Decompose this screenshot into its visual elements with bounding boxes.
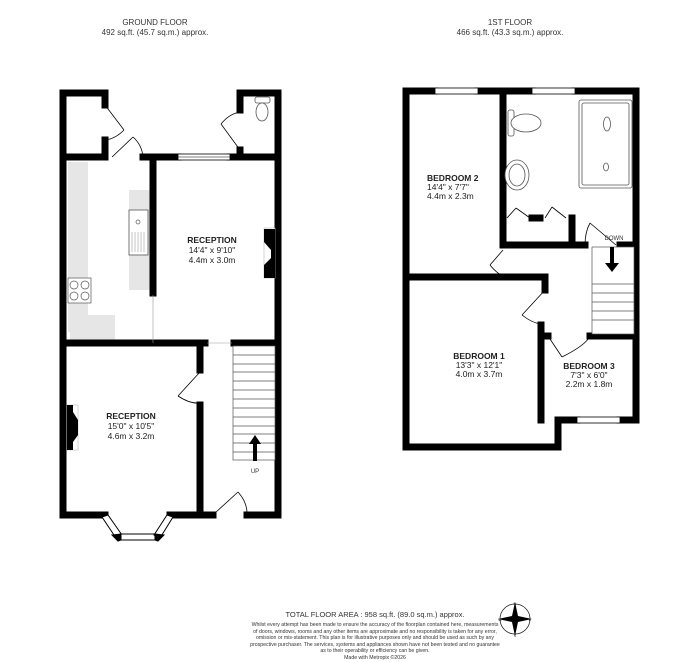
svg-text:RECEPTION: RECEPTION (187, 235, 237, 245)
svg-text:BEDROOM 3: BEDROOM 3 (563, 361, 615, 371)
svg-text:BEDROOM 2: BEDROOM 2 (427, 173, 479, 183)
svg-text:N: N (514, 601, 517, 606)
first-floor-area: 466 sq.ft. (43.3 sq.m.) approx. (456, 28, 564, 37)
ground-floor-area: 492 sq.ft. (45.7 sq.m.) approx. (101, 28, 209, 37)
compass-icon: N S E W (498, 601, 532, 638)
bay-window (101, 514, 174, 542)
footer: TOTAL FLOOR AREA : 958 sq.ft. (89.0 sq.m… (250, 610, 500, 662)
ground-floor-plan: UP RECEPTION 14'4" x 9'10" 4.4m x 3.0m R… (59, 89, 282, 542)
room-label-reception-2: RECEPTION 15'0" x 10'5" 4.6m x 3.2m (106, 411, 156, 441)
arrow-down-icon (605, 247, 619, 272)
stairs-down-label: DOWN (605, 236, 624, 242)
toilet-icon (507, 109, 542, 137)
svg-text:4.4m x 3.0m: 4.4m x 3.0m (189, 255, 236, 265)
svg-text:7'3" x 6'0": 7'3" x 6'0" (570, 370, 607, 380)
total-floor-area: TOTAL FLOOR AREA : 958 sq.ft. (89.0 sq.m… (285, 610, 465, 619)
svg-text:4.6m x 3.2m: 4.6m x 3.2m (108, 431, 155, 441)
basin-icon (504, 159, 530, 191)
svg-text:4.4m x 2.3m: 4.4m x 2.3m (427, 191, 474, 201)
sink-icon (128, 209, 149, 256)
stairs-up-label: UP (251, 469, 259, 475)
ground-floor-walls (59, 89, 282, 519)
svg-text:E: E (529, 617, 532, 622)
disclaimer: Whilst every attempt has been made to en… (250, 622, 500, 655)
ground-floor-title: GROUND FLOOR (122, 18, 188, 27)
fireplace-icon (66, 227, 276, 451)
room-label-bedroom-1: BEDROOM 1 13'3" x 12'1" 4.0m x 3.7m (453, 351, 505, 379)
first-floor-header: 1ST FLOOR 466 sq.ft. (43.3 sq.m.) approx… (435, 18, 585, 38)
room-label-bedroom-2: BEDROOM 2 14'4" x 7'7" 4.4m x 2.3m (427, 173, 479, 201)
svg-text:RECEPTION: RECEPTION (106, 411, 156, 421)
svg-text:S: S (514, 633, 517, 638)
svg-text:W: W (498, 617, 502, 622)
staircase (232, 345, 276, 461)
window (177, 153, 231, 161)
room-label-reception-1: RECEPTION 14'4" x 9'10" 4.4m x 3.0m (187, 235, 237, 265)
svg-text:2.2m x 1.8m: 2.2m x 1.8m (566, 379, 613, 389)
svg-text:BEDROOM 1: BEDROOM 1 (453, 351, 505, 361)
windows (434, 87, 621, 424)
first-floor-walls (402, 87, 640, 451)
shower-icon (578, 99, 633, 189)
arrow-up-icon (249, 435, 261, 461)
room-label-bedroom-3: BEDROOM 3 7'3" x 6'0" 2.2m x 1.8m (563, 361, 615, 389)
svg-text:14'4" x 9'10": 14'4" x 9'10" (189, 245, 236, 255)
svg-text:15'0" x 10'5": 15'0" x 10'5" (108, 421, 155, 431)
doors (104, 104, 248, 514)
toilet-icon (254, 96, 271, 122)
first-floor-plan: DOWN BEDROOM 2 14'4" x 7'7" 4.4m x 2.3m … (402, 87, 640, 451)
doors (489, 206, 617, 358)
svg-text:4.0m x 3.7m: 4.0m x 3.7m (456, 369, 503, 379)
hob-icon (67, 277, 92, 304)
svg-text:14'4" x 7'7": 14'4" x 7'7" (427, 182, 469, 192)
first-floor-title: 1ST FLOOR (487, 18, 533, 27)
svg-text:13'3" x 12'1": 13'3" x 12'1" (456, 360, 503, 370)
ground-floor-header: GROUND FLOOR 492 sq.ft. (45.7 sq.m.) app… (80, 18, 230, 38)
